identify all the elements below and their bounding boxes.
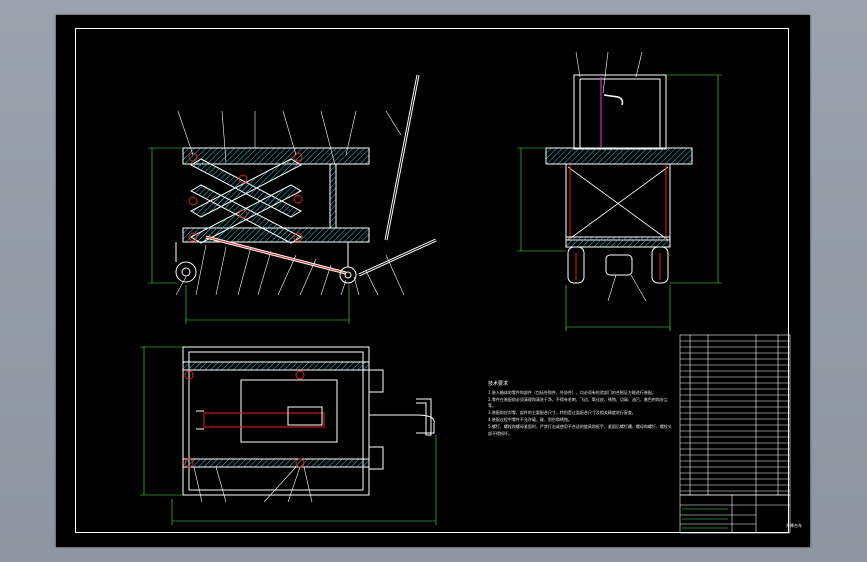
front-view xyxy=(148,74,437,324)
note-1: 1.装入箱体的零件和部件（包括外购件、外协件），均必须有检验部门的合格证方能进行… xyxy=(488,389,656,395)
drawing-sheet: 技术要求 1.装入箱体的零件和部件（包括外购件、外协件），均必须有检验部门的合格… xyxy=(56,15,810,547)
side-view-dimensions xyxy=(517,74,722,331)
side-view xyxy=(517,51,722,331)
note-4: 4.装配过程中零件不允许磕、碰、划伤和锈蚀。 xyxy=(488,416,572,422)
side-platform xyxy=(545,147,693,165)
note-5: 5.螺钉、螺栓和螺母紧固时，严禁打击或使用不合适的旋具和扳手。紧固后螺钉槽、螺母… xyxy=(488,423,672,436)
note-2: 2.零件在装配前必须清理和清洗干净，不得有毛刺、飞边、氧化皮、锈蚀、切屑、油污、… xyxy=(488,396,668,409)
top-pins xyxy=(184,370,305,468)
drawing-border xyxy=(75,28,789,533)
front-wheel xyxy=(175,261,197,283)
top-platform xyxy=(182,147,370,165)
parts-list xyxy=(679,334,791,496)
technical-notes: 技术要求 1.装入箱体的零件和部件（包括外购件、外协件），均必须有检验部门的合格… xyxy=(488,381,673,437)
rear-wheel xyxy=(339,266,357,284)
leader-lines xyxy=(175,110,405,296)
title-block xyxy=(679,494,791,534)
top-view-dimensions xyxy=(140,346,437,525)
note-3: 3.装配前应对零、部件的主要配合尺寸，特别是过盈配合尺寸及相关精度进行复查。 xyxy=(488,410,636,416)
side-wheels xyxy=(567,246,669,284)
cad-drawing xyxy=(140,51,791,534)
title-block-label: 升降台车 xyxy=(786,523,802,528)
pivot-pins xyxy=(188,152,303,242)
notes-title: 技术要求 xyxy=(488,381,509,387)
front-view-dimensions xyxy=(148,147,350,324)
top-view xyxy=(140,346,437,525)
